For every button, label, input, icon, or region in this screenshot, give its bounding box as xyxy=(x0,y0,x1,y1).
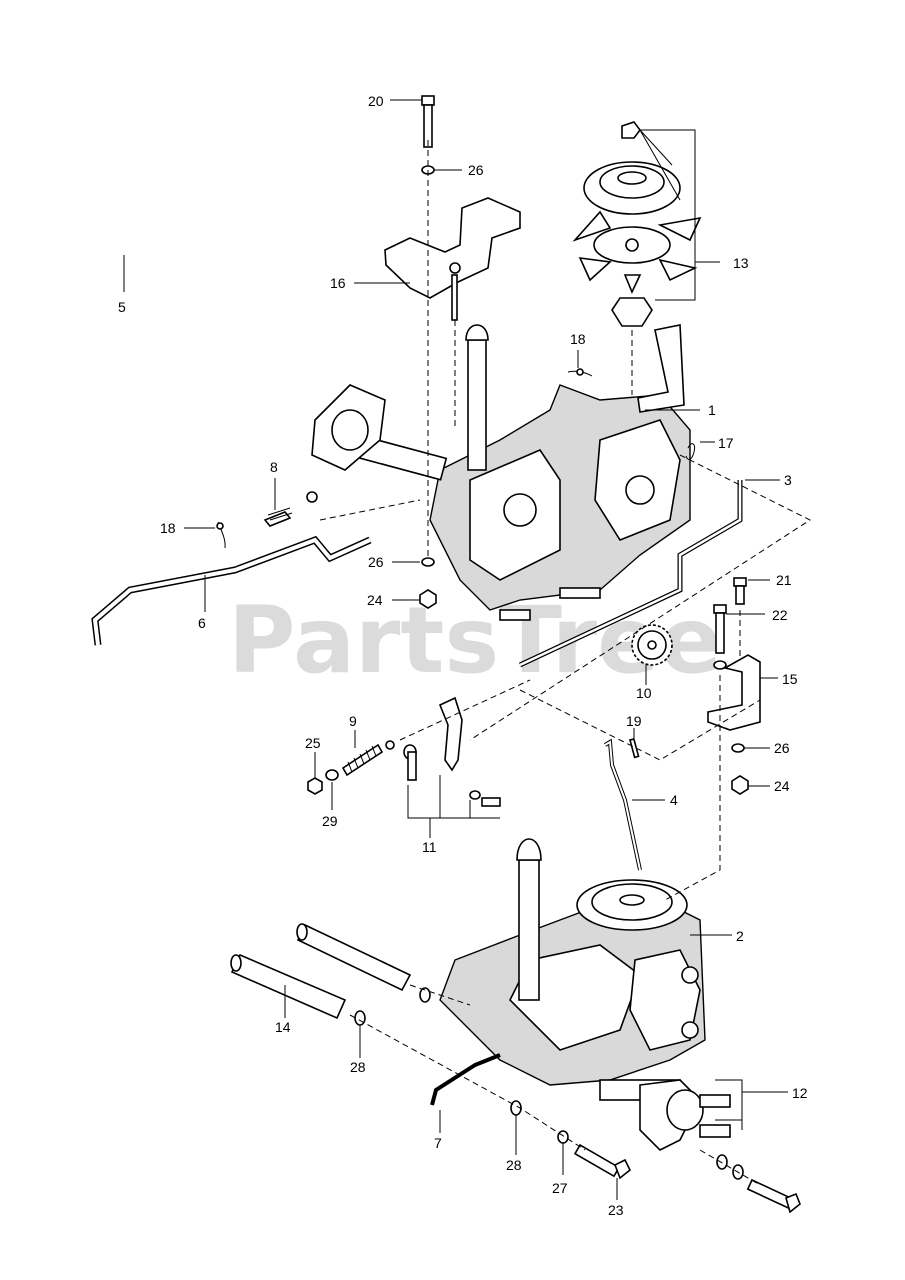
callout-17: 17 xyxy=(718,435,734,451)
callout-18-top: 18 xyxy=(570,331,586,347)
bolt-21 xyxy=(733,577,747,605)
callout-7: 7 xyxy=(434,1135,442,1151)
washer-26-mid xyxy=(421,557,435,567)
pin-19 xyxy=(629,737,640,759)
callout-29: 29 xyxy=(322,813,338,829)
callout-14: 14 xyxy=(275,1019,291,1035)
callout-2: 2 xyxy=(736,928,744,944)
control-rod-3 xyxy=(518,480,743,668)
callout-3: 3 xyxy=(784,472,792,488)
callout-9: 9 xyxy=(349,713,357,729)
bolt-20 xyxy=(421,95,435,148)
nut-24-mid xyxy=(419,589,437,609)
sprocket-10 xyxy=(631,624,673,666)
bracket-15 xyxy=(707,654,761,731)
callout-23: 23 xyxy=(608,1202,624,1218)
callout-18-left: 18 xyxy=(160,520,176,536)
callout-12: 12 xyxy=(792,1085,808,1101)
leader-lines xyxy=(123,99,788,1200)
transaxle-upper xyxy=(311,324,691,621)
tube-14-lower xyxy=(230,953,347,1020)
callout-19: 19 xyxy=(626,713,642,729)
callout-13: 13 xyxy=(733,255,749,271)
clip-18-left xyxy=(216,521,226,549)
transaxle-lower xyxy=(439,838,731,1151)
washer-29 xyxy=(325,769,339,781)
rod-7 xyxy=(430,1053,501,1106)
nut-24-right xyxy=(731,775,749,795)
callout-6: 6 xyxy=(198,615,206,631)
callout-26-right: 26 xyxy=(774,740,790,756)
spring-9 xyxy=(341,740,395,777)
rod-4 xyxy=(603,738,642,871)
bolt-axle xyxy=(746,1178,801,1214)
callout-26-mid: 26 xyxy=(368,554,384,570)
assembly-guide-lines xyxy=(319,140,812,1186)
callout-22: 22 xyxy=(772,607,788,623)
callout-4: 4 xyxy=(670,792,678,808)
bolt-22 xyxy=(713,604,727,654)
bolt-23 xyxy=(573,1143,632,1180)
washer-22 xyxy=(713,660,727,670)
callout-25: 25 xyxy=(305,735,321,751)
clip-18-top xyxy=(567,368,593,377)
callout-labels: 1 2 3 4 5 6 7 8 9 10 11 12 13 14 15 16 1… xyxy=(118,93,808,1218)
callout-1: 1 xyxy=(708,402,716,418)
callout-21: 21 xyxy=(776,572,792,588)
callout-24-mid: 24 xyxy=(367,592,383,608)
callout-28-bottom: 28 xyxy=(506,1157,522,1173)
callout-28-left: 28 xyxy=(350,1059,366,1075)
lever-11 xyxy=(403,696,501,819)
callout-11: 11 xyxy=(422,839,437,855)
callout-26-top: 26 xyxy=(468,162,484,178)
callout-27: 27 xyxy=(552,1180,568,1196)
control-rod-6 xyxy=(91,535,372,646)
washer-26-right xyxy=(731,743,745,753)
spring-8 xyxy=(263,491,318,527)
callout-20: 20 xyxy=(368,93,384,109)
callout-8: 8 xyxy=(270,459,278,475)
washer-axle-1 xyxy=(716,1154,728,1170)
nut-25 xyxy=(307,777,323,795)
pin-17 xyxy=(685,443,695,460)
callout-16: 16 xyxy=(330,275,346,291)
pulley-fan-assembly xyxy=(572,121,702,327)
callout-5: 5 xyxy=(118,299,126,315)
washer-27 xyxy=(557,1130,569,1144)
callout-24-right: 24 xyxy=(774,778,790,794)
drive-belt xyxy=(45,63,383,271)
bracket-16 xyxy=(384,197,521,321)
callout-15: 15 xyxy=(782,671,798,687)
callout-10: 10 xyxy=(636,685,652,701)
tube-14-upper xyxy=(296,923,412,992)
washer-upper-tube xyxy=(419,987,431,1003)
